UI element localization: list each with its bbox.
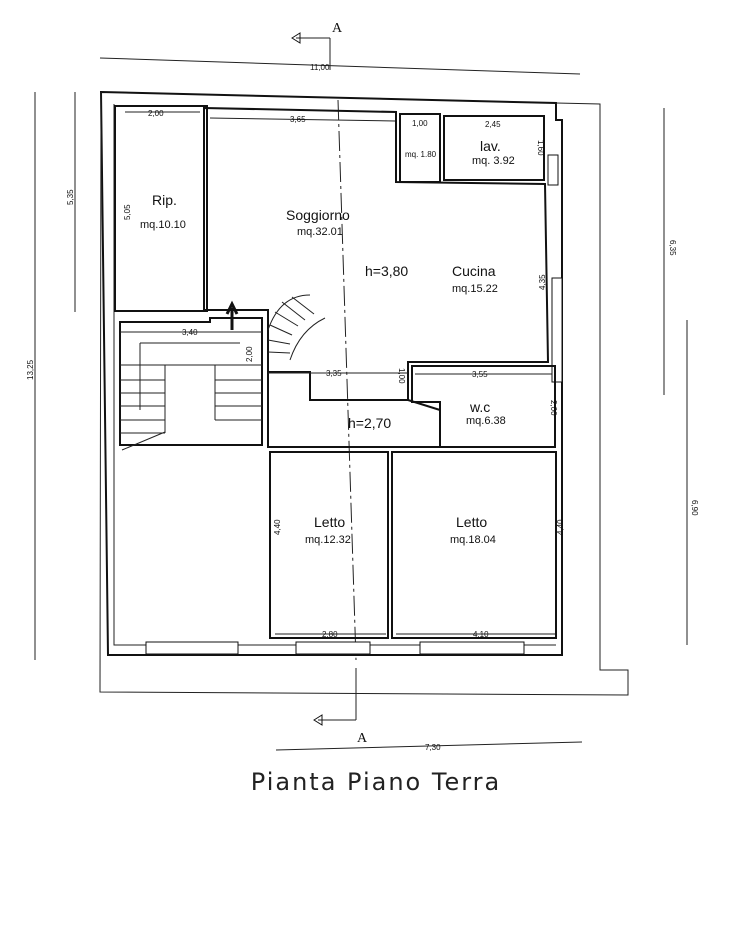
room-wc-area: mq.6.38 [466,415,506,427]
room-wc-name: w.c [469,399,490,415]
dim-stair-depth: 2,00 [245,346,254,362]
dim-letto1-width: 2,80 [322,630,338,639]
dim-bottom-width: 7,30 [425,743,441,752]
dim-letto2-width: 4,10 [473,630,489,639]
dim-rip-width: 2,00 [148,109,164,118]
section-mark-bottom: A [313,668,368,746]
dim-right-upper: 6,35 [668,240,677,256]
dim-lav-depth: 1,60 [536,140,545,156]
room-letto2-area: mq.18.04 [450,534,496,546]
dim-lav-width: 2,45 [485,120,501,129]
dim-letto2-depth: 4,40 [556,519,565,535]
section-label-bottom: A [357,731,368,746]
room-ripost-area: mq. 1.80 [405,150,437,159]
room-soggiorno-name: Soggiorno [286,207,350,223]
height-soggiorno: h=3,80 [365,263,408,279]
room-rip-area: mq.10.10 [140,219,186,231]
dim-wc-width: 3,55 [472,370,488,379]
room-cucina-area: mq.15.22 [452,283,498,295]
dim-left-total: 13,25 [26,359,35,380]
dim-left-upper: 5,35 [66,189,75,205]
room-letto2-name: Letto [456,514,487,530]
dim-right-lower: 6,90 [690,500,699,516]
room-letto1-area: mq.12.32 [305,534,351,546]
dim-ripost-width: 1,00 [412,119,428,128]
height-corridor: h=2,70 [348,415,391,431]
room-lav-name: lav. [480,138,501,154]
section-label-top: A [332,21,343,36]
dim-overall-width: 11,00 [310,63,330,72]
room-cucina-name: Cucina [452,263,496,279]
spiral-stair [267,294,326,361]
room-letto1-name: Letto [314,514,345,530]
dim-corridor-width: 3,35 [326,369,342,378]
room-soggiorno-area: mq.32.01 [297,226,343,238]
dim-wc-depth: 2,00 [549,400,558,416]
arrow-up-icon [225,300,239,330]
dim-corridor-depth: 1,00 [397,368,406,384]
dim-cucina-depth: 4,35 [538,274,547,290]
dim-letto1-depth: 4,40 [273,519,282,535]
drawing-title: Pianta Piano Terra [250,768,502,796]
dim-stair-width: 3,40 [182,328,198,337]
section-mark-top: A [291,21,343,70]
room-lav-area: mq. 3.92 [472,155,515,167]
dim-soggiorno-width: 3,65 [290,115,306,124]
dim-rip-depth: 5,05 [123,204,132,220]
room-rip-name: Rip. [152,192,177,208]
